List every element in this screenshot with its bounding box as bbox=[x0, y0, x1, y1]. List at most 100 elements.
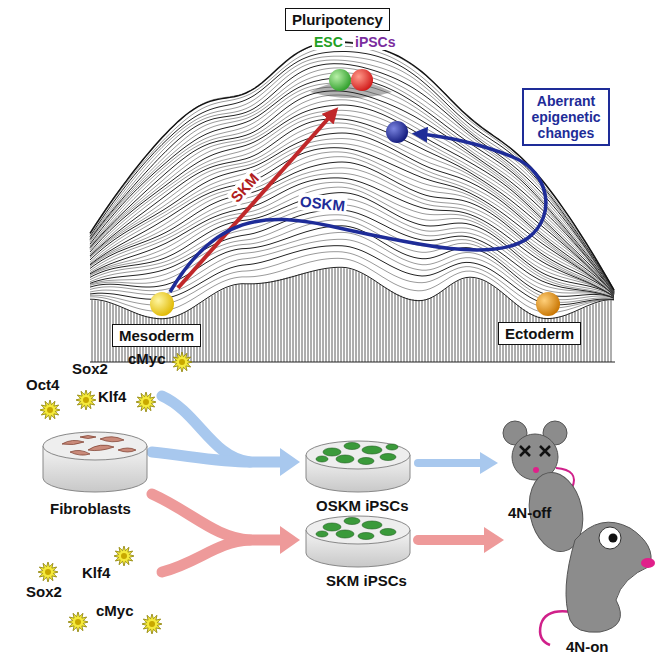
hatch-line bbox=[434, 296, 435, 362]
hatch-line bbox=[491, 285, 492, 362]
factor-label: Sox2 bbox=[26, 583, 62, 600]
contour-line bbox=[90, 144, 614, 296]
arrow-head bbox=[480, 452, 498, 474]
hatch-line bbox=[404, 297, 405, 362]
hatch-line bbox=[350, 269, 351, 362]
hatch-line bbox=[362, 274, 363, 362]
hatch-line bbox=[281, 279, 282, 362]
hatch-line bbox=[320, 270, 321, 362]
arrow-label: SKM bbox=[226, 168, 264, 207]
hatch-line bbox=[206, 299, 207, 362]
mesoderm-ball bbox=[150, 292, 174, 316]
base-line bbox=[90, 361, 615, 362]
hatch-line bbox=[596, 303, 597, 362]
cell-label: iPSCs bbox=[353, 34, 397, 50]
hatch-line bbox=[260, 283, 261, 362]
pluripotency-basin bbox=[310, 81, 392, 98]
contour-line bbox=[90, 178, 614, 297]
hatch-line bbox=[428, 299, 429, 362]
hatch-line bbox=[455, 283, 456, 362]
hatch-line bbox=[278, 280, 279, 362]
hatch-line bbox=[347, 269, 348, 362]
hatch-line bbox=[389, 290, 390, 362]
blue-arrow bbox=[418, 459, 482, 467]
virus-core bbox=[121, 553, 127, 559]
hatch-line bbox=[482, 280, 483, 362]
hatch-line bbox=[203, 301, 204, 362]
virus-star bbox=[142, 614, 162, 634]
hatch-line bbox=[611, 300, 612, 362]
hatch-line bbox=[227, 288, 228, 362]
hatch-line bbox=[317, 270, 318, 362]
arrow-head bbox=[280, 526, 300, 554]
hatch-line bbox=[383, 286, 384, 362]
hatch-line bbox=[587, 307, 588, 362]
hatch-line bbox=[593, 304, 594, 362]
contour-line bbox=[90, 56, 614, 291]
live-mouse bbox=[522, 467, 655, 645]
hatch-line bbox=[212, 296, 213, 362]
cell-label: ESC bbox=[312, 34, 345, 50]
hatch-line bbox=[446, 288, 447, 362]
blue-arrow bbox=[152, 452, 250, 462]
title-box: Pluripotency bbox=[285, 8, 390, 31]
virus-star bbox=[136, 392, 156, 412]
virus-core bbox=[143, 399, 149, 405]
hatch-line bbox=[494, 287, 495, 362]
red-arrow bbox=[152, 494, 282, 540]
esc-ball bbox=[329, 69, 351, 91]
factor-label: Klf4 bbox=[98, 388, 126, 405]
factor-label: cMyc bbox=[128, 350, 166, 367]
hatch-line bbox=[398, 294, 399, 362]
hatch-line bbox=[290, 277, 291, 362]
virus-star bbox=[76, 390, 96, 410]
hatch-line bbox=[332, 268, 333, 362]
hatch-line bbox=[296, 275, 297, 362]
hatch-line bbox=[104, 302, 105, 362]
hatch-line bbox=[602, 302, 603, 362]
mouse-label: 4N-on bbox=[566, 638, 609, 655]
hatch-line bbox=[338, 268, 339, 362]
dish-label: Fibroblasts bbox=[50, 500, 131, 517]
virus-star bbox=[68, 612, 88, 632]
hatch-line bbox=[314, 271, 315, 362]
virus-core bbox=[83, 397, 89, 403]
hatch-line bbox=[218, 292, 219, 362]
hatch-line bbox=[293, 276, 294, 362]
hatch-line bbox=[254, 284, 255, 362]
hatch-line bbox=[230, 287, 231, 362]
hatch-line bbox=[416, 300, 417, 362]
hatch-line bbox=[605, 301, 606, 362]
contour-line bbox=[90, 91, 614, 293]
factor-label: Sox2 bbox=[72, 360, 108, 377]
waddington-landscape bbox=[90, 42, 615, 363]
hatch-line bbox=[431, 297, 432, 362]
hatch-line bbox=[488, 283, 489, 362]
hatch-line bbox=[413, 299, 414, 362]
ridge-line bbox=[90, 42, 614, 290]
dish-label: OSKM iPSCs bbox=[316, 497, 409, 514]
lineage-box: Mesoderm bbox=[112, 324, 201, 347]
arrow-head bbox=[484, 527, 504, 553]
contour-line bbox=[90, 42, 614, 290]
hatch-line bbox=[311, 271, 312, 362]
hatch-line bbox=[242, 284, 243, 362]
hatch-line bbox=[365, 275, 366, 362]
hatch-line bbox=[236, 285, 237, 362]
arrow-head bbox=[280, 448, 300, 476]
node-text: Ectoderm bbox=[505, 325, 574, 342]
virus-star bbox=[114, 546, 134, 566]
hatch-line bbox=[425, 299, 426, 362]
hatch-line bbox=[608, 300, 609, 362]
virus-core bbox=[47, 407, 53, 413]
hatch-line bbox=[356, 271, 357, 362]
hatch-line bbox=[101, 301, 102, 362]
oskm-dish bbox=[306, 441, 410, 492]
virus-core bbox=[75, 619, 81, 625]
hatch-line bbox=[266, 282, 267, 362]
hatch-line bbox=[209, 297, 210, 362]
hatch-line bbox=[452, 284, 453, 362]
red-arrow bbox=[162, 540, 250, 572]
hatch-line bbox=[326, 269, 327, 362]
hatch-line bbox=[368, 277, 369, 362]
